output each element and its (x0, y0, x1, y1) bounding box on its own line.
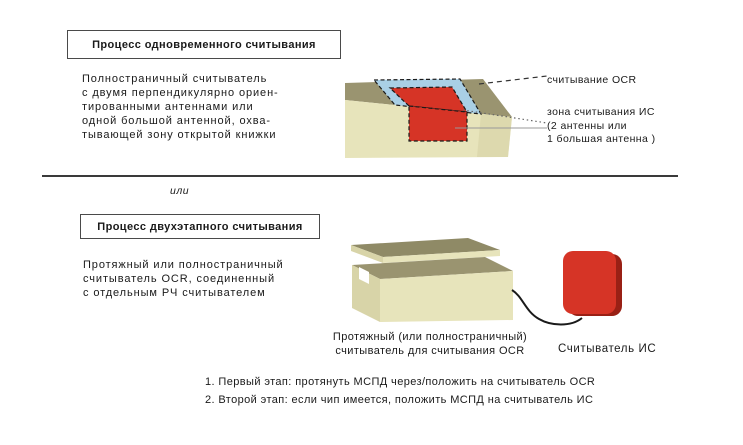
section2-header-label: Процесс двухэтапного считывания (97, 220, 303, 233)
swipe-reader-lid-end (351, 245, 383, 263)
swipe-reader-base-end (352, 265, 380, 322)
section1-header-box: Процесс одновременного считывания (67, 30, 341, 59)
step-1: 1. Первый этап: протянуть МСПД через/пол… (205, 376, 596, 388)
ic-reading-zone-front (408, 105, 468, 142)
ic-reader-caption: Считыватель ИС (558, 343, 657, 355)
steps-list: 1. Первый этап: протянуть МСПД через/пол… (205, 374, 695, 409)
swipe-reader-base-front (380, 271, 513, 322)
section1-header-label: Процесс одновременного считывания (92, 38, 316, 51)
swipe-reader-lid-front (383, 250, 500, 263)
ocr-reading-label: считывание OCR (547, 74, 637, 86)
simultaneous-reading-diagram (345, 75, 548, 158)
ic-zone-label: зона считывания ИС (2 антенны или 1 боль… (547, 106, 656, 145)
leader-line-ocr (478, 75, 548, 85)
reader-front-face-shade (477, 114, 512, 157)
step-2: 2. Второй этап: если чип имеется, положи… (205, 393, 594, 406)
leader-line-zone-dotted (462, 109, 548, 124)
section2-header-box: Процесс двухэтапного считывания (80, 214, 320, 239)
section-divider (42, 175, 678, 177)
two-step-reading-diagram (351, 238, 622, 326)
swipe-slot-notch (359, 267, 369, 284)
swipe-reader-base-top (352, 257, 513, 279)
connection-cable (511, 289, 583, 326)
ocr-reader-caption: Протяжный (или полностраничный) считыват… (332, 331, 528, 357)
section1-description: Полностраничный считыватель с двумя перп… (82, 73, 279, 141)
section2-description: Протяжный или полностраничный считывател… (83, 259, 284, 299)
or-label: или (170, 185, 190, 197)
swipe-reader-lid-top (351, 238, 500, 257)
ic-reader-body (563, 251, 616, 314)
